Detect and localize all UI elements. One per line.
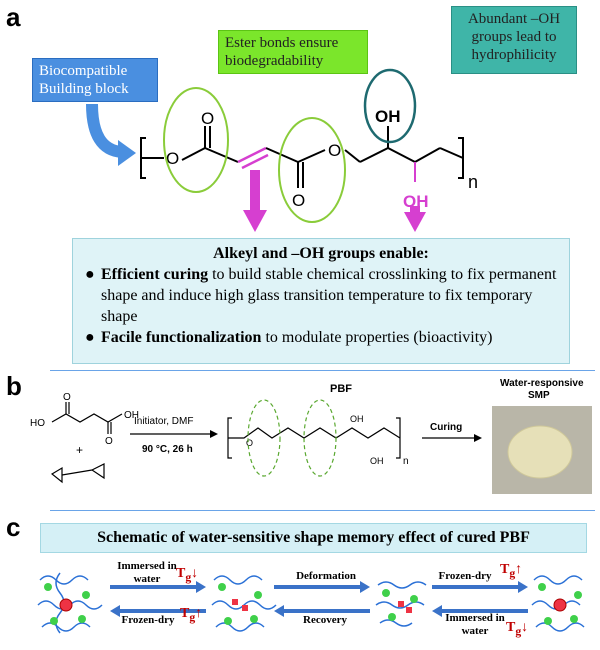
ester-bonds-box: Ester bonds ensure biodegradability — [218, 30, 368, 74]
svg-text:OH: OH — [350, 414, 364, 424]
tg-up-2: Tg↑ — [500, 562, 523, 580]
smp-sample — [507, 425, 573, 479]
svg-text:OH: OH — [370, 456, 384, 466]
pbf-structure-diagram: O O O O OH OH n — [86, 68, 478, 232]
svg-text:O: O — [246, 438, 253, 448]
conditions-label: 90 °C, 26 h — [142, 444, 193, 455]
schematic-title: Schematic of water-sensitive shape memor… — [40, 523, 587, 553]
blue-arrowhead — [118, 140, 136, 166]
atom-o4: O — [328, 141, 341, 160]
magenta-arrow-1 — [243, 210, 267, 232]
properties-box: Alkeyl and –OH groups enable: ●Efficient… — [72, 238, 570, 364]
shape-memory-schematic — [37, 572, 585, 634]
oh-top: OH — [375, 107, 401, 126]
property-item-functionalization: ●Facile functionalization to modulate pr… — [85, 329, 493, 346]
network-state-3 — [375, 581, 427, 627]
deformation-label: Deformation — [296, 570, 356, 582]
curing-label: Curing — [430, 422, 462, 433]
property-item-curing: ●Efficient curing to build stable chemic… — [85, 266, 557, 325]
smp-label-1: Water-responsive — [500, 378, 584, 389]
fumaric-oh: OH — [124, 410, 139, 421]
tg-down-2: Tg↓ — [506, 620, 529, 638]
oh-bottom: OH — [403, 192, 429, 211]
fumaric-ho: HO — [30, 418, 45, 429]
panel-b-letter: b — [6, 371, 22, 401]
oh-ellipse — [363, 68, 417, 144]
atom-o1: O — [166, 149, 179, 168]
svg-text:n: n — [403, 456, 409, 467]
separator-bc — [50, 510, 595, 511]
atom-o2: O — [201, 109, 214, 128]
arrow-3-forward — [432, 581, 528, 593]
arrow1-top-label: Immersed in water — [117, 560, 177, 585]
panel-a-letter: a — [6, 2, 21, 32]
ester-ellipse-1 — [163, 87, 229, 193]
arrow3-top-label: Frozen-dry — [438, 570, 492, 582]
separator-ab — [50, 370, 595, 371]
ester-ellipse-2 — [278, 117, 346, 223]
hydrophilicity-box: Abundant –OH groups lead to hydrophilici… — [451, 6, 577, 74]
fumaric-o2: O — [105, 436, 113, 447]
network-state-1 — [37, 572, 103, 634]
arrow-1-forward — [110, 581, 206, 593]
reagents-label: Initiator, DMF — [134, 416, 193, 427]
pbf-label: PBF — [330, 383, 352, 395]
ester-bond-1 — [181, 147, 206, 161]
arrow-2-back — [274, 605, 370, 617]
synthesis-scheme: HO O O OH + Initiator, DMF 90 °C, 26 h P… — [30, 378, 592, 494]
network-state-4 — [531, 575, 585, 632]
tg-up-1: Tg↑ — [180, 606, 203, 624]
arrow-2-forward — [274, 581, 370, 593]
arrow-1-back — [110, 605, 206, 617]
biocompatible-box: Biocompatible Building block — [32, 58, 158, 102]
properties-heading: Alkeyl and –OH groups enable: — [213, 245, 429, 262]
magenta-arrow-2 — [404, 212, 426, 232]
pbf-ester-ellipse-2 — [303, 399, 337, 477]
alkene-bond — [237, 146, 267, 164]
recovery-label: Recovery — [303, 614, 347, 626]
arrow1-bottom-label: Frozen-dry — [121, 614, 175, 626]
pbf-ester-ellipse-1 — [247, 399, 281, 477]
tg-down-1: Tg↓ — [176, 566, 199, 584]
fumaric-o1: O — [63, 392, 71, 403]
ester-bond-2 — [297, 149, 326, 163]
blue-curved-arrow — [86, 103, 123, 158]
arrow-3-back — [432, 605, 528, 617]
network-state-2 — [211, 575, 277, 632]
repeat-n: n — [468, 172, 478, 192]
arrow3-bottom-label: Immersed in water — [445, 612, 505, 637]
panel-c-letter: c — [6, 512, 21, 542]
plus-sign: + — [76, 443, 83, 457]
atom-o3: O — [292, 191, 305, 210]
smp-label-2: SMP — [528, 390, 550, 401]
